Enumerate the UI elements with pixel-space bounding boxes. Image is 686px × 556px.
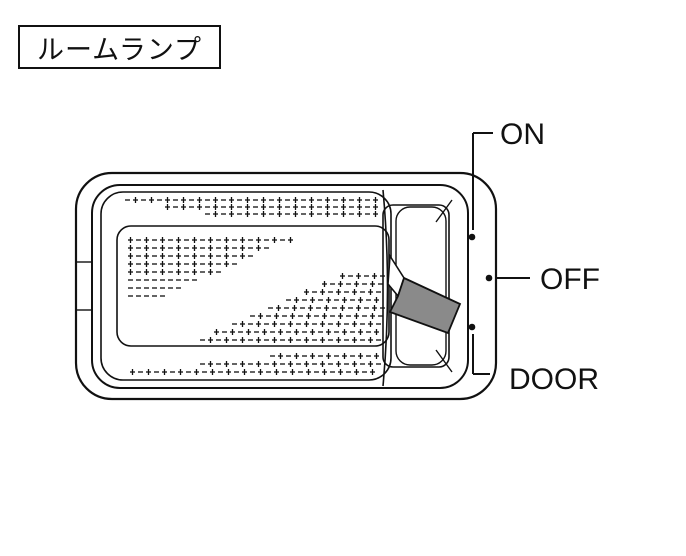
off-label: OFF: [540, 263, 600, 296]
on-position-dot: [468, 233, 476, 241]
lamp-housing-outer: [74, 171, 498, 401]
title-label: ルームランプ: [18, 25, 221, 69]
door-position-dot: [468, 323, 476, 331]
on-label: ON: [500, 118, 545, 151]
door-label: DOOR: [509, 363, 599, 396]
lens-texture: [125, 197, 385, 375]
switch-position-scale: [472, 132, 490, 375]
lamp-lens-panel: [116, 225, 390, 347]
off-position-dot: [485, 274, 493, 282]
lamp-housing-inner: [91, 184, 469, 389]
switch-recess: [382, 204, 450, 368]
lamp-lens-frame: [100, 191, 392, 381]
switch-knob[interactable]: [387, 253, 462, 335]
